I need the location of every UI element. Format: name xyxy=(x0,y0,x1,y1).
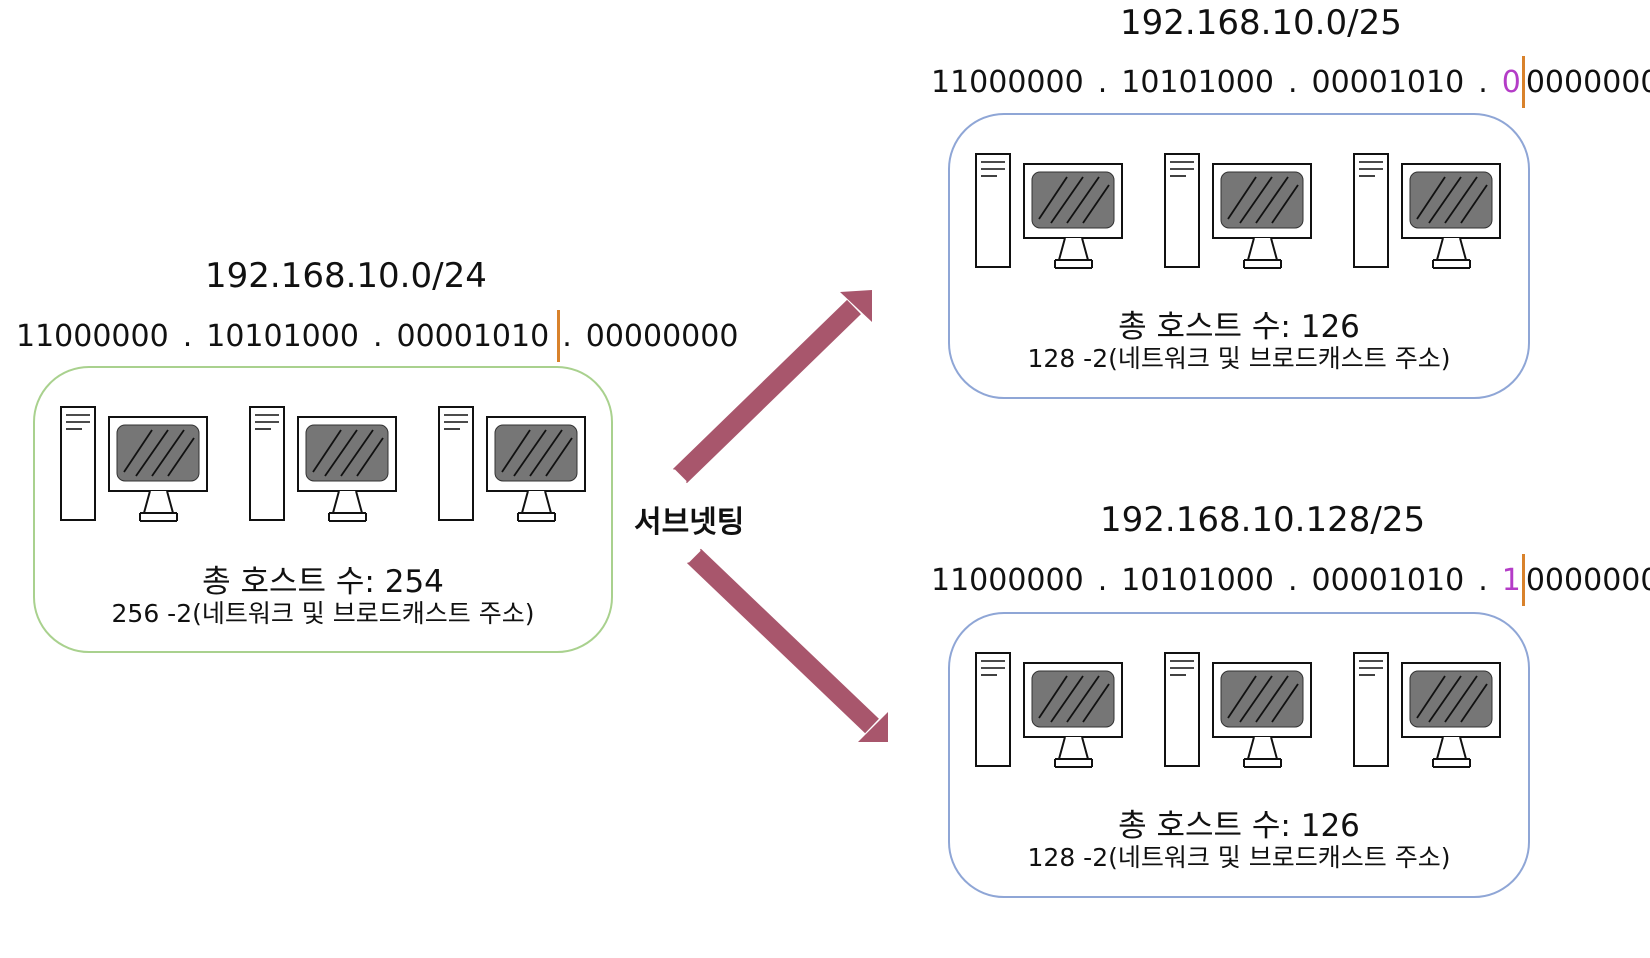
subnetting-label: 서브넷팅 xyxy=(634,505,745,540)
desktop-computer-icon xyxy=(1164,652,1312,768)
subnet-arrows xyxy=(673,290,888,742)
top-right-hosts-calc: 128 -2(네트워크 및 브로드캐스트 주소) xyxy=(1027,344,1451,373)
network-host-divider xyxy=(557,310,561,362)
left-hosts-total: 총 호스트 수: 254 xyxy=(202,564,444,600)
bottom-right-octet-2: 10101000 xyxy=(1121,562,1274,598)
bottom-right-octet-3: 00001010 xyxy=(1311,562,1465,598)
bottom-right-network-box: 총 호스트 수: 126 128 -2(네트워크 및 브로드캐스트 주소) xyxy=(948,612,1530,898)
top-right-dot-1: . xyxy=(1097,64,1108,100)
desktop-computer-icon xyxy=(975,652,1123,768)
bottom-right-octet-1: 11000000 xyxy=(931,562,1084,598)
desktop-computer-icon xyxy=(1353,153,1501,269)
top-right-binary-address: 11000000 . 10101000 . 00001010 . 0 00000… xyxy=(931,56,1650,108)
desktop-computer-icon xyxy=(1164,153,1312,269)
top-right-subnet-bit: 0 xyxy=(1501,64,1521,100)
bottom-right-cidr: 192.168.10.128/25 xyxy=(1100,500,1426,540)
bottom-right-subnet-bit: 1 xyxy=(1501,562,1521,598)
left-octet-4: 00000000 xyxy=(585,318,739,354)
bottom-right-dot-2: . xyxy=(1287,562,1298,598)
left-hosts-calc: 256 -2(네트워크 및 브로드캐스트 주소) xyxy=(111,599,535,628)
top-right-network-box: 총 호스트 수: 126 128 -2(네트워크 및 브로드캐스트 주소) xyxy=(948,113,1530,399)
bottom-right-hosts-total: 총 호스트 수: 126 xyxy=(1118,808,1360,844)
bottom-right-dot-1: . xyxy=(1097,562,1108,598)
bottom-right-binary-address: 11000000 . 10101000 . 00001010 . 1 00000… xyxy=(931,554,1650,606)
network-host-divider xyxy=(1521,56,1525,108)
bottom-right-hosts-calc: 128 -2(네트워크 및 브로드캐스트 주소) xyxy=(1027,843,1451,872)
left-dot-2: . xyxy=(372,318,383,354)
desktop-computer-icon xyxy=(975,153,1123,269)
top-right-octet-4-rest: 0000000 xyxy=(1525,64,1650,100)
arrow-icon xyxy=(673,290,872,484)
left-octet-3: 00001010 xyxy=(396,318,550,354)
top-right-hosts-total: 총 호스트 수: 126 xyxy=(1118,309,1360,345)
top-right-dot-3: . xyxy=(1478,64,1488,100)
bottom-right-octet-4-rest: 0000000 xyxy=(1525,562,1650,598)
top-right-dot-2: . xyxy=(1287,64,1298,100)
top-right-octet-1: 11000000 xyxy=(931,64,1084,100)
bottom-right-dot-3: . xyxy=(1478,562,1488,598)
left-octet-1: 11000000 xyxy=(16,318,169,354)
desktop-computer-icon xyxy=(249,406,397,522)
left-network-box: 총 호스트 수: 254 256 -2(네트워크 및 브로드캐스트 주소) xyxy=(33,366,613,653)
left-binary-address: 11000000 . 10101000 . 00001010 . 0000000… xyxy=(16,310,738,362)
top-right-octet-2: 10101000 xyxy=(1121,64,1274,100)
desktop-computer-icon xyxy=(60,406,208,522)
desktop-computer-icon xyxy=(438,406,586,522)
left-octet-2: 10101000 xyxy=(206,318,359,354)
left-dot-3: . xyxy=(562,318,572,354)
left-cidr: 192.168.10.0/24 xyxy=(205,256,487,296)
top-right-octet-3: 00001010 xyxy=(1311,64,1465,100)
network-host-divider xyxy=(1521,554,1525,606)
top-right-cidr: 192.168.10.0/25 xyxy=(1120,3,1402,43)
arrow-icon xyxy=(687,548,888,742)
left-dot-1: . xyxy=(182,318,193,354)
desktop-computer-icon xyxy=(1353,652,1501,768)
